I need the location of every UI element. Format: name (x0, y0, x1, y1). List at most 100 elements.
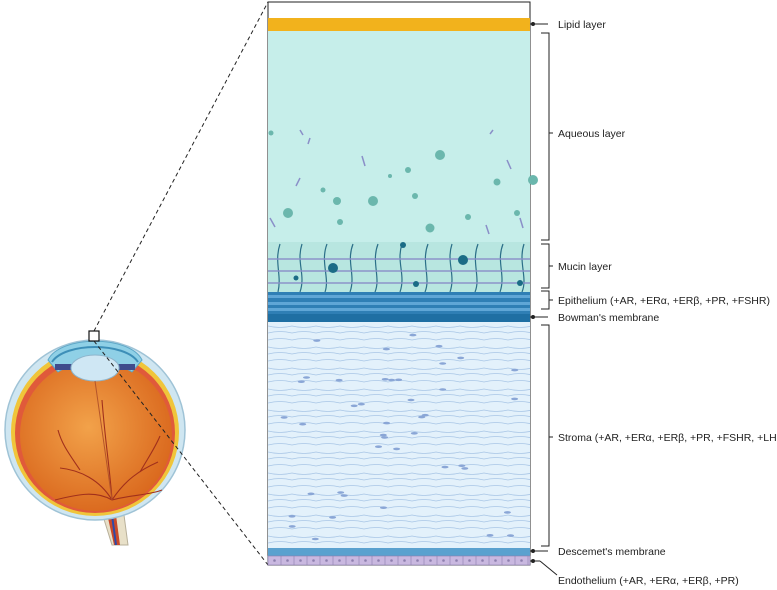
keratocyte (507, 534, 514, 537)
label-endothelium: Endothelium (+AR, +ERα, +ERβ, +PR) (558, 575, 739, 587)
keratocyte (457, 356, 465, 360)
stroma-fibers (268, 325, 530, 544)
zoom-line-top (93, 1, 269, 332)
keratocyte (340, 494, 348, 497)
endothelial-cell-nucleus (416, 559, 419, 562)
keratocyte (329, 516, 337, 519)
stroma-fiber (268, 338, 530, 341)
stroma-fiber (268, 401, 530, 404)
keratocyte (439, 388, 447, 391)
label-bowmans-membrane: Bowman's membrane (558, 312, 659, 324)
keratocyte (503, 511, 511, 514)
stroma-fiber (268, 499, 530, 502)
label-stroma: Stroma (+AR, +ERα, +ERβ, +PR, +FSHR, +LH… (558, 432, 777, 444)
keratocyte (458, 464, 466, 468)
keratocyte (388, 378, 396, 382)
keratocyte (280, 416, 288, 419)
keratocyte (307, 492, 315, 496)
stroma-fiber (268, 527, 530, 530)
aqueous-layer (268, 31, 530, 246)
keratocyte (379, 433, 387, 437)
endothelial-cell-nucleus (364, 559, 367, 562)
endothelial-cell-nucleus (520, 559, 523, 562)
lipid-layer (268, 18, 530, 31)
endothelial-cell-nucleus (390, 559, 393, 562)
stroma-fiber (268, 464, 530, 467)
annotation-dots (531, 22, 535, 563)
stroma-fiber (268, 373, 530, 376)
zoom-line-bottom (93, 340, 269, 566)
stroma-fiber (268, 443, 530, 446)
keratocyte (407, 398, 415, 402)
label-lipid-layer: Lipid layer (558, 19, 606, 31)
stroma-layer (268, 322, 530, 548)
endothelial-cell-nucleus (377, 559, 380, 562)
stroma-fiber (268, 430, 530, 433)
keratocyte (288, 515, 296, 518)
keratocyte (381, 378, 389, 381)
mucin-fuzz (268, 258, 530, 284)
endothelial-cell-nucleus (299, 559, 302, 562)
endothelial-cell-nucleus (507, 559, 510, 562)
keratocyte (393, 447, 401, 451)
endothelial-cell-nucleus (455, 559, 458, 562)
mucin-layer (268, 242, 530, 292)
label-aqueous-layer: Aqueous layer (558, 128, 626, 140)
descemets-membrane-layer (268, 548, 530, 556)
endothelial-cell-nucleus (442, 559, 445, 562)
keratocyte (299, 422, 307, 426)
stroma-fiber (268, 352, 530, 355)
endothelial-cell-nucleus (338, 559, 341, 562)
endothelial-cell-nucleus (403, 559, 406, 562)
stroma-fiber (268, 436, 530, 439)
stroma-fiber (268, 325, 530, 328)
keratocyte (311, 537, 319, 541)
endothelial-cell-nucleus (286, 559, 289, 562)
keratocyte (511, 368, 519, 372)
stroma-fiber (268, 367, 530, 370)
keratocyte (383, 421, 390, 425)
stroma-fiber (268, 485, 530, 488)
stroma-fiber (268, 457, 530, 460)
stroma-fiber (268, 409, 530, 412)
endothelial-cell-nucleus (429, 559, 432, 562)
keratocyte (357, 402, 365, 406)
stroma-fiber (268, 535, 530, 538)
endothelial-cells (273, 556, 529, 565)
keratocyte (337, 491, 345, 494)
keratocyte (418, 415, 426, 419)
stroma-fiber (268, 472, 530, 475)
stroma-fiber (268, 514, 530, 517)
keratocyte (381, 436, 389, 439)
label-epithelium: Epithelium (+AR, +ERα, +ERβ, +PR, +FSHR) (558, 295, 770, 307)
epithelium-cells (268, 295, 530, 311)
keratocyte (382, 347, 390, 351)
keratocyte (461, 467, 469, 470)
keratocyte (486, 534, 494, 537)
stroma-fiber (268, 422, 530, 425)
label-mucin-layer: Mucin layer (558, 261, 612, 273)
bowmans-membrane-layer (268, 314, 530, 322)
stroma-fiber (268, 388, 530, 391)
keratocyte (395, 378, 403, 382)
endothelial-cell-nucleus (312, 559, 315, 562)
endothelial-cell-nucleus (325, 559, 328, 562)
endothelial-cell-nucleus (494, 559, 497, 562)
keratocyte (511, 397, 519, 401)
keratocyte (350, 404, 358, 408)
stroma-fiber (268, 359, 530, 362)
keratocyte (288, 525, 296, 528)
keratocyte (375, 445, 382, 449)
keratocyte (410, 432, 418, 435)
keratocyte (435, 344, 443, 348)
stroma-fiber (268, 331, 530, 334)
endothelial-cell-nucleus (351, 559, 354, 562)
endothelial-cell-nucleus (468, 559, 471, 562)
keratocyte (441, 465, 449, 469)
zoom-box (88, 330, 100, 342)
stroma-fiber (268, 451, 530, 454)
eye-illustration (4, 339, 186, 546)
aqueous-particles (268, 130, 538, 233)
keratocytes (280, 333, 519, 541)
